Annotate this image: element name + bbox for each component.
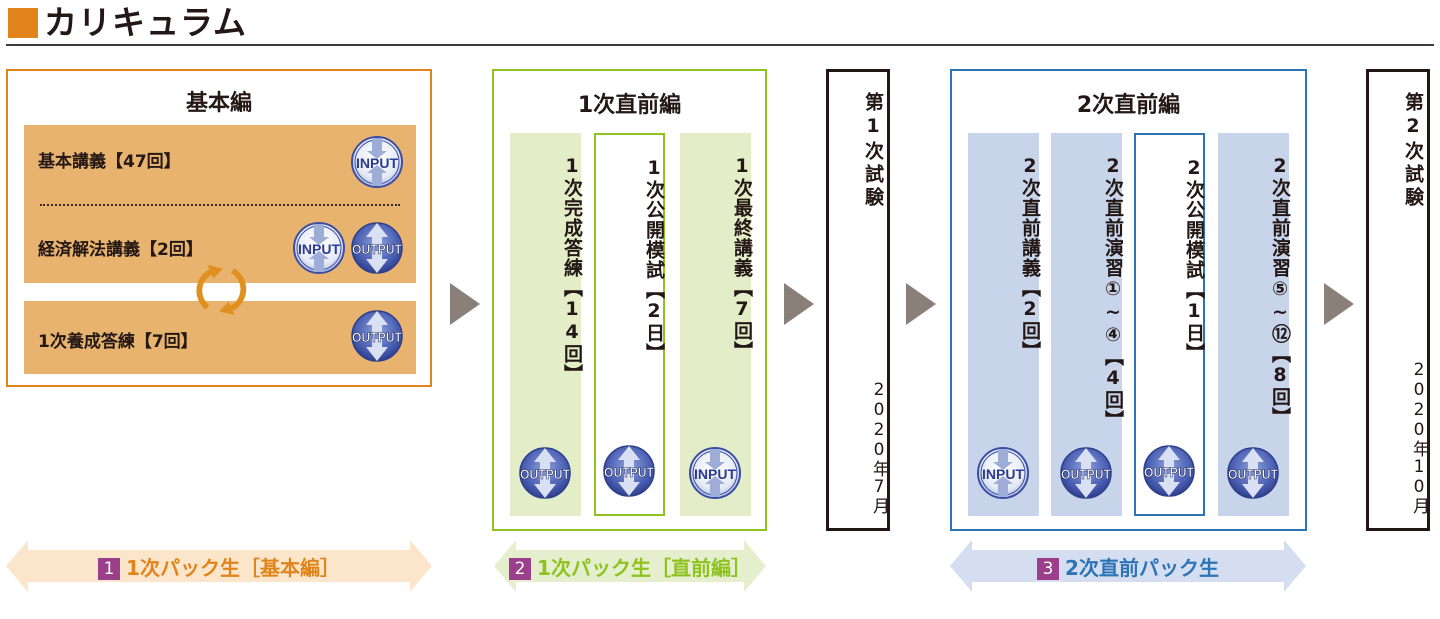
course-column-highlight: 1次公開模試【2日】 bbox=[594, 133, 665, 516]
course-column: 1次完成答練【14回】 bbox=[510, 133, 583, 516]
page-title: カリキュラム bbox=[44, 3, 248, 42]
second-exam-date: 2020年10月 bbox=[1409, 360, 1429, 514]
second-exam-box: 第2次試験 2020年10月 bbox=[1366, 69, 1430, 531]
course-column-label: 2次直前演習①~④【4回】 bbox=[1102, 155, 1124, 430]
flow-arrow-icon bbox=[784, 283, 814, 325]
title-accent-square bbox=[8, 8, 38, 38]
first-exam-box: 第1次試験 2020年7月 bbox=[826, 69, 890, 531]
pack-number-badge: 1 bbox=[98, 558, 121, 580]
second-exam-title: 第2次試験 bbox=[1402, 92, 1424, 210]
course-column-label: 2次直前講義【2回】 bbox=[1019, 155, 1041, 361]
course-column-label: 1次完成答練【14回】 bbox=[561, 155, 583, 384]
course-column-label: 2次公開模試【1日】 bbox=[1183, 157, 1205, 363]
first-exam-date: 2020年7月 bbox=[869, 380, 889, 514]
output-badge-icon bbox=[602, 444, 656, 498]
refresh-cycle-icon bbox=[196, 264, 247, 316]
second-pre-section-title: 2次直前編 bbox=[1076, 93, 1181, 118]
pack-number-badge: 2 bbox=[509, 558, 532, 580]
basic-course-group: 基本講義【47回】 経済解法講義【2回】 bbox=[24, 125, 416, 283]
course-column: 1次最終講義【7回】 bbox=[680, 133, 753, 516]
output-badge-icon bbox=[1142, 444, 1196, 498]
course-column-label: 2次直前演習⑤~⑫【8回】 bbox=[1269, 155, 1291, 427]
title-divider bbox=[6, 44, 1434, 46]
first-pre-section: 1次直前編 1次完成答練【14回】 1次公開模試【2日】 1次最終講義【7回】 bbox=[492, 69, 767, 531]
course-column-label: 1次最終講義【7回】 bbox=[731, 155, 753, 361]
course-column: 2次直前演習①~④【4回】 bbox=[1051, 133, 1124, 516]
course-column-label: 1次公開模試【2日】 bbox=[643, 157, 665, 363]
double-arrow-icon bbox=[494, 540, 766, 592]
output-badge-icon bbox=[1059, 446, 1113, 500]
dotted-divider bbox=[40, 204, 400, 206]
first-exam-title: 第1次試験 bbox=[862, 92, 884, 210]
course-column: 2次直前演習⑤~⑫【8回】 bbox=[1218, 133, 1291, 516]
output-badge-icon bbox=[1226, 446, 1280, 500]
second-pre-section: 2次直前編 2次直前講義【2回】 2次直前演習①~④【4回】 2次公開模試【1日… bbox=[950, 69, 1307, 531]
output-badge-icon bbox=[350, 221, 404, 275]
input-badge-icon bbox=[350, 135, 404, 189]
output-badge-icon bbox=[350, 309, 404, 363]
output-badge-icon bbox=[518, 446, 572, 500]
course-column-highlight: 2次公開模試【1日】 bbox=[1134, 133, 1205, 516]
input-badge-icon bbox=[976, 446, 1030, 500]
course-first-training: 1次養成答練【7回】 bbox=[38, 332, 198, 352]
pack-label-text: 2次直前パック生 bbox=[1065, 556, 1219, 580]
course-economics-lecture: 経済解法講義【2回】 bbox=[38, 240, 203, 260]
basic-section-title: 基本編 bbox=[185, 91, 252, 116]
pack-label-text: 1次パック生［基本編］ bbox=[126, 556, 340, 580]
course-column: 2次直前講義【2回】 bbox=[968, 133, 1041, 516]
flow-arrow-icon bbox=[906, 283, 936, 325]
course-basic-lecture: 基本講義【47回】 bbox=[38, 152, 181, 172]
pack-label-text: 1次パック生［直前編］ bbox=[537, 556, 751, 580]
flow-arrow-icon bbox=[450, 283, 480, 325]
flow-arrow-icon bbox=[1324, 283, 1354, 325]
pack-number-badge: 3 bbox=[1037, 558, 1060, 580]
input-badge-icon bbox=[688, 446, 742, 500]
first-pre-section-title: 1次直前編 bbox=[577, 93, 682, 118]
basic-section: 基本編 基本講義【47回】 経済解法講義【2回】 1次養成答練【7回】 bbox=[6, 69, 432, 387]
basic-training-group: 1次養成答練【7回】 bbox=[24, 301, 416, 374]
input-badge-icon bbox=[292, 221, 346, 275]
